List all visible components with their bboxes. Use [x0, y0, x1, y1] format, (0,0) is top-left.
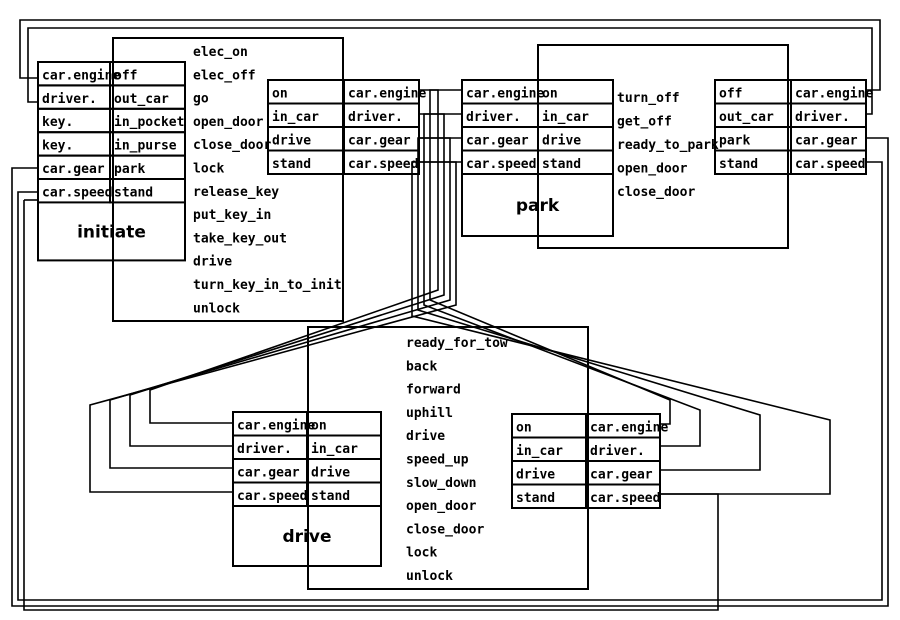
- park-row-value: on: [542, 87, 558, 102]
- park-row-value: in_car: [542, 110, 589, 125]
- park-event: close_door: [617, 185, 695, 200]
- drive-event: ready_for_tow: [406, 336, 508, 351]
- park-cell-b: [537, 149, 614, 175]
- initiate-event: unlock: [193, 301, 240, 316]
- off_state-row-value: car.gear: [795, 134, 858, 149]
- park-row-label: driver.: [466, 110, 521, 125]
- on_state-row-value: driver.: [348, 110, 403, 125]
- drive_out-cell-b: [585, 483, 661, 509]
- drive-event: close_door: [406, 522, 484, 537]
- drive-row-label: driver.: [237, 442, 292, 457]
- park-row-value: drive: [542, 134, 581, 149]
- park-title: park: [516, 196, 560, 216]
- drive-event: uphill: [406, 406, 453, 421]
- park-event: turn_off: [617, 91, 680, 106]
- drive-title: drive: [283, 527, 332, 547]
- initiate-event: close_door: [193, 138, 271, 153]
- drive-row-label: car.gear: [237, 466, 300, 481]
- drive-event: open_door: [406, 499, 477, 514]
- initiate-row-value: stand: [114, 185, 153, 200]
- initiate-row-label: key.: [42, 115, 73, 130]
- initiate-event: lock: [193, 162, 224, 177]
- drive-event: speed_up: [406, 453, 469, 468]
- off_state-row-value: car.speed: [795, 157, 865, 172]
- drive_out-row-label: on: [516, 421, 532, 436]
- on_state-cell-b: [343, 149, 420, 175]
- initiate-row-label: car.engine: [42, 68, 120, 83]
- drive-event: back: [406, 359, 437, 374]
- drive-event: drive: [406, 429, 445, 444]
- initiate-event: elec_off: [193, 68, 256, 83]
- park-row-label: car.engine: [466, 87, 544, 102]
- park-row-label: car.speed: [466, 157, 536, 172]
- initiate-event: take_key_out: [193, 231, 287, 246]
- drive-row-label: car.engine: [237, 419, 315, 434]
- park-row-label: car.gear: [466, 134, 529, 149]
- drive-event: lock: [406, 546, 437, 561]
- drive-row-label: car.speed: [237, 489, 307, 504]
- initiate-cell-b: [109, 178, 186, 204]
- initiate-row-label: key.: [42, 139, 73, 154]
- initiate-row-value: park: [114, 162, 145, 177]
- on_state-row-value: car.gear: [348, 134, 411, 149]
- on_state-module: on car.engine in_car driver. drive car.gear st…: [267, 79, 426, 175]
- initiate-row-label: car.speed: [42, 185, 112, 200]
- initiate-row-label: driver.: [42, 92, 97, 107]
- park-row-value: stand: [542, 157, 581, 172]
- on_state-row-label: in_car: [272, 110, 319, 125]
- off_state-row-value: car.engine: [795, 87, 873, 102]
- off_state-row-label: off: [719, 87, 742, 102]
- initiate-event: turn_key_in_to_init: [193, 278, 342, 293]
- drive-row-value: drive: [311, 466, 350, 481]
- on_state-row-label: on: [272, 87, 288, 102]
- drive_out-row-value: driver.: [590, 444, 645, 459]
- on_state-row-label: stand: [272, 157, 311, 172]
- on_state-row-value: car.engine: [348, 87, 426, 102]
- off_state-row-label: stand: [719, 157, 758, 172]
- park-event: open_door: [617, 162, 688, 177]
- off_state-row-value: driver.: [795, 110, 850, 125]
- drive-event: unlock: [406, 569, 453, 584]
- drive-event: slow_down: [406, 476, 476, 491]
- off_state-cell-b: [790, 149, 867, 175]
- park-event: ready_to_park: [617, 138, 719, 153]
- drive-row-value: in_car: [311, 442, 358, 457]
- off_state-row-label: out_car: [719, 110, 774, 125]
- initiate-title: initiate: [77, 222, 146, 242]
- on_state-row-label: drive: [272, 134, 311, 149]
- initiate-event: open_door: [193, 115, 264, 130]
- initiate-row-value: out_car: [114, 92, 169, 107]
- initiate-event: put_key_in: [193, 208, 271, 223]
- park-event: get_off: [617, 115, 672, 130]
- initiate-row-value: in_purse: [114, 139, 177, 154]
- on_state-row-value: car.speed: [348, 157, 418, 172]
- initiate-event: elec_on: [193, 45, 248, 60]
- drive_out-row-value: car.engine: [590, 421, 668, 436]
- off_state-row-label: park: [719, 134, 750, 149]
- initiate-event: release_key: [193, 185, 279, 200]
- drive_out-row-value: car.speed: [590, 491, 660, 506]
- initiate-row-value: in_pocket: [114, 115, 184, 130]
- drive_out-row-label: drive: [516, 468, 555, 483]
- connection-wires: [11, 19, 889, 611]
- drive-row-value: on: [311, 419, 327, 434]
- initiate-row-value: off: [114, 68, 137, 83]
- drive_out-row-label: in_car: [516, 444, 563, 459]
- initiate-event: drive: [193, 255, 232, 270]
- drive-row-value: stand: [311, 489, 350, 504]
- off_state-module: off car.engine out_car driver. park car.gear s…: [714, 79, 873, 175]
- drive-cell-b: [306, 481, 382, 507]
- drive_out-row-label: stand: [516, 491, 555, 506]
- initiate-event: go: [193, 92, 209, 107]
- drive-event: forward: [406, 383, 461, 398]
- drive_out-row-value: car.gear: [590, 468, 653, 483]
- drive_out-module: on car.engine in_car driver. drive car.gear st…: [511, 413, 668, 509]
- initiate-row-label: car.gear: [42, 162, 105, 177]
